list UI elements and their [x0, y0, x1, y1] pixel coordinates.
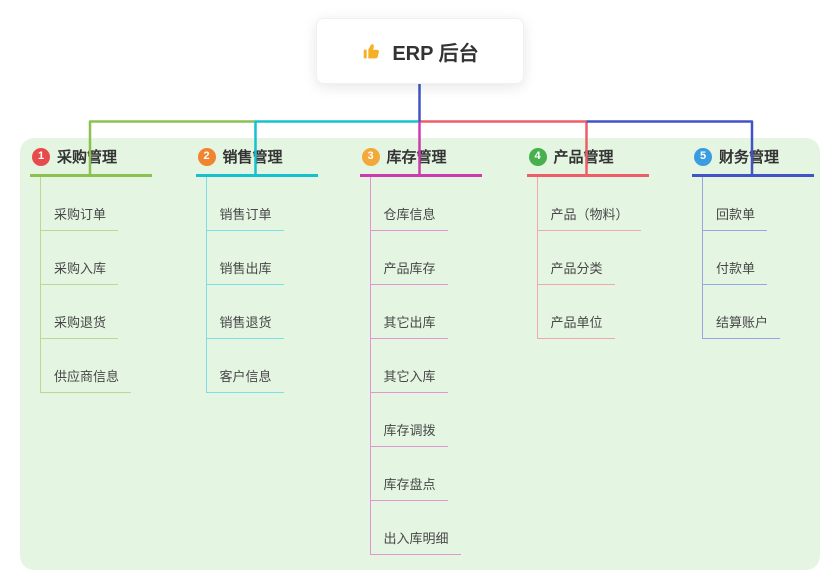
- branch-badge: 3: [361, 147, 380, 166]
- child-label: 产品（物料）: [537, 204, 641, 231]
- child-node[interactable]: 客户信息: [205, 339, 352, 393]
- children-list: 采购订单 采购入库 采购退货 供应商信息: [40, 177, 186, 393]
- child-node[interactable]: 库存盘点: [369, 447, 516, 501]
- branch-title: 产品管理: [553, 149, 614, 166]
- child-label: 供应商信息: [41, 366, 132, 393]
- root-node[interactable]: ERP 后台: [316, 18, 524, 84]
- branch-badge: 4: [528, 147, 547, 166]
- child-label: 回款单: [703, 204, 768, 231]
- branch-product: 4 产品管理 产品（物料） 产品分类 产品单位: [526, 146, 683, 339]
- child-node[interactable]: 销售订单: [205, 177, 352, 231]
- child-node[interactable]: 采购订单: [40, 177, 186, 231]
- child-label: 库存调拨: [370, 420, 448, 447]
- child-node[interactable]: 结算账户: [702, 285, 839, 339]
- branch-node-inventory[interactable]: 3 库存管理: [359, 146, 482, 177]
- branch-node-finance[interactable]: 5 财务管理: [692, 146, 814, 177]
- branch-badge: 2: [197, 147, 216, 166]
- branch-title: 库存管理: [386, 149, 447, 166]
- children-list: 产品（物料） 产品分类 产品单位: [536, 177, 683, 339]
- child-node[interactable]: 回款单: [702, 177, 839, 231]
- child-node[interactable]: 产品单位: [536, 285, 683, 339]
- branch-badge: 5: [694, 147, 712, 166]
- branch-node-sales[interactable]: 2 销售管理: [195, 146, 318, 177]
- diagram-background: 1 采购管理 采购订单 采购入库 采购退货 供应商信息 2 销售管理 销售订单 …: [20, 138, 820, 570]
- child-label: 出入库明细: [370, 528, 461, 555]
- branch-inventory: 3 库存管理 仓库信息 产品库存 其它出库 其它入库 库存调拨 库存盘点 出入库…: [359, 146, 516, 555]
- child-label: 其它入库: [370, 366, 448, 393]
- branch-sales: 2 销售管理 销售订单 销售出库 销售退货 客户信息: [195, 146, 352, 393]
- child-label: 采购退货: [41, 312, 119, 339]
- branch-title: 采购管理: [57, 149, 118, 166]
- child-node[interactable]: 仓库信息: [369, 177, 516, 231]
- child-label: 付款单: [703, 258, 768, 285]
- child-node[interactable]: 产品（物料）: [536, 177, 683, 231]
- child-node[interactable]: 付款单: [702, 231, 839, 285]
- branch-title: 销售管理: [222, 149, 283, 166]
- child-node[interactable]: 销售退货: [205, 285, 352, 339]
- child-label: 产品分类: [537, 258, 615, 285]
- branch-badge: 1: [32, 147, 50, 166]
- child-label: 销售出库: [206, 258, 284, 285]
- child-label: 产品单位: [537, 312, 615, 339]
- child-node[interactable]: 采购退货: [40, 285, 186, 339]
- branch-purchase: 1 采购管理 采购订单 采购入库 采购退货 供应商信息: [30, 146, 186, 393]
- child-label: 仓库信息: [370, 204, 448, 231]
- child-label: 结算账户: [703, 312, 781, 339]
- child-label: 采购入库: [41, 258, 119, 285]
- thumbs-up-icon: [361, 40, 383, 62]
- child-label: 库存盘点: [370, 474, 448, 501]
- child-node[interactable]: 库存调拨: [369, 393, 516, 447]
- branch-title: 财务管理: [719, 149, 780, 166]
- root-title: ERP 后台: [392, 42, 479, 65]
- child-node[interactable]: 其它出库: [369, 285, 516, 339]
- child-node[interactable]: 产品库存: [369, 231, 516, 285]
- child-label: 采购订单: [41, 204, 119, 231]
- children-list: 回款单 付款单 结算账户: [702, 177, 839, 339]
- children-list: 销售订单 销售出库 销售退货 客户信息: [205, 177, 352, 393]
- child-label: 销售退货: [206, 312, 284, 339]
- branch-finance: 5 财务管理 回款单 付款单 结算账户: [692, 146, 839, 339]
- child-node[interactable]: 出入库明细: [369, 501, 516, 555]
- child-node[interactable]: 产品分类: [536, 231, 683, 285]
- child-label: 其它出库: [370, 312, 448, 339]
- branch-node-purchase[interactable]: 1 采购管理: [30, 146, 152, 177]
- child-label: 销售订单: [206, 204, 284, 231]
- child-node[interactable]: 采购入库: [40, 231, 186, 285]
- branch-node-product[interactable]: 4 产品管理: [526, 146, 649, 177]
- child-node[interactable]: 供应商信息: [40, 339, 186, 393]
- child-node[interactable]: 其它入库: [369, 339, 516, 393]
- children-list: 仓库信息 产品库存 其它出库 其它入库 库存调拨 库存盘点 出入库明细: [369, 177, 516, 555]
- child-label: 产品库存: [370, 258, 448, 285]
- child-label: 客户信息: [206, 366, 284, 393]
- child-node[interactable]: 销售出库: [205, 231, 352, 285]
